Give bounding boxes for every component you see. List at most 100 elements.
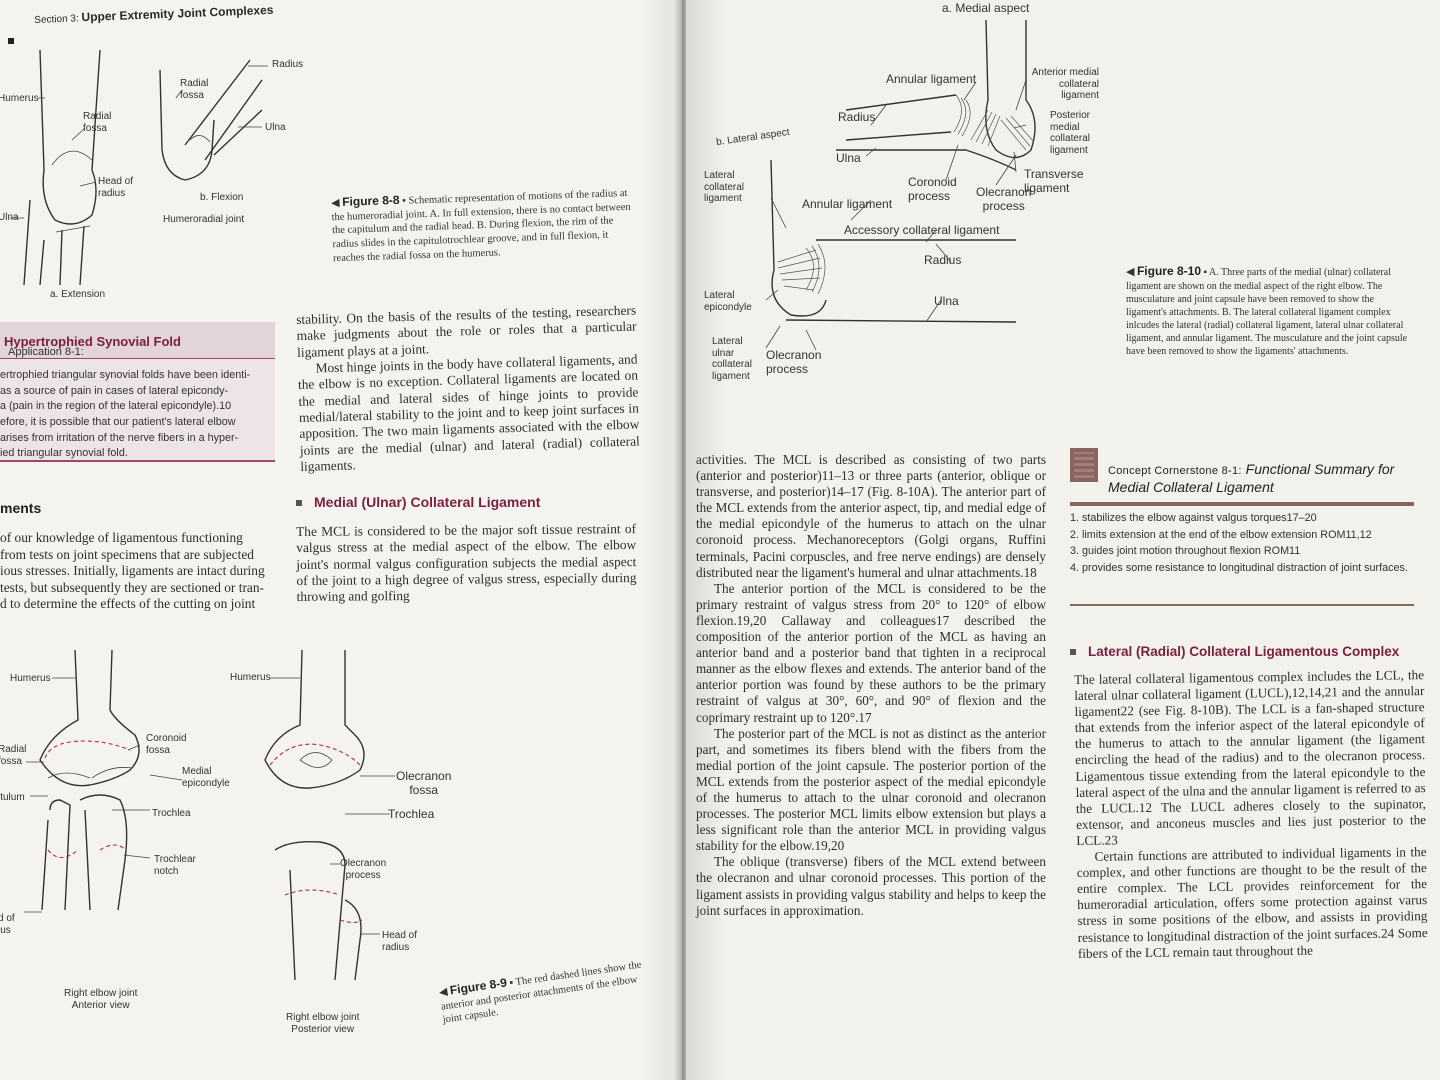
mcl-heading: Medial (Ulnar) Collateral Ligament (296, 494, 540, 510)
left-col2-text: stability. On the basis of the results o… (296, 303, 640, 476)
figure-8-10-drawing (765, 19, 1036, 351)
mcl-heading-text: Medial (Ulnar) Collateral Ligament (314, 494, 541, 510)
capitulum-shape-a (51, 150, 93, 166)
humerus-shape-a (39, 49, 101, 225)
concept-lead: Concept Cornerstone 8-1: (1108, 465, 1242, 477)
anterior-humerus (39, 649, 140, 787)
heading-bullet-icon (1070, 649, 1076, 656)
paragraph: activities. The MCL is described as cons… (696, 452, 1046, 580)
posterior-mcl-fibers (1000, 115, 1035, 151)
label-medial-aspect: a. Medial aspect (942, 1, 1030, 15)
application-box: Application 8-1: Hypertrophied Synovial … (0, 322, 275, 462)
application-rule (0, 460, 275, 462)
paragraph: The oblique (transverse) fibers of the M… (696, 854, 1046, 918)
application-label: Application 8-1: (8, 346, 84, 358)
cornerstone-icon (1070, 448, 1098, 482)
label-coronoid-process: Coronoid process (908, 175, 957, 203)
application-line: efore, it is possible that our patient's… (0, 415, 236, 428)
anterior-forearm-capsule (47, 844, 127, 859)
application-line: ied triangular synovial fold. (0, 447, 128, 460)
figure-8-8-caption: ◀ Figure 8-8 ▪ Schematic representation … (331, 185, 635, 266)
label-trochlear-notch: Trochlear notch (154, 854, 196, 877)
lateral-ulna (785, 319, 1017, 323)
anterior-radius (41, 799, 71, 911)
caption-arrow-icon: ◀ (330, 196, 340, 210)
label-flexion: b. Flexion (200, 192, 244, 203)
label-anterior-view: Right elbow joint Anterior view (64, 988, 138, 1011)
label-anterior-mcl: Anterior medial collateral ligament (1031, 67, 1099, 101)
label-transverse-ligament: Transverse ligament (1024, 167, 1084, 195)
label-radius-b: Radius (924, 253, 962, 267)
list-item: 2. limits extension at the end of the el… (1070, 528, 1372, 541)
figure-8-10-label: Figure 8-10 (1136, 264, 1201, 278)
label-head-of-radius-posterior: Head of radius (382, 930, 418, 953)
label-posterior-mcl: Posterior medial collateral ligament (1050, 110, 1091, 156)
label-annular-ligament-b: Annular ligament (802, 197, 893, 211)
lcl-heading: Lateral (Radial) Collateral Ligamentous … (1070, 644, 1399, 659)
caption-bullet-icon: ▪ (508, 977, 515, 989)
label-annular-ligament-a: Annular ligament (886, 72, 977, 86)
posterior-forearm-capsule (284, 889, 363, 924)
list-item: 4. provides some resistance to longitudi… (1070, 562, 1408, 575)
concept-title: Functional Summary for Medial Collateral… (1108, 461, 1395, 496)
lateral-humerus (770, 159, 827, 317)
anterior-ulna (79, 794, 128, 911)
label-medial-epicondyle: Medial epicondyle (182, 766, 230, 789)
text-line: from tests on joint specimens that are s… (0, 546, 254, 562)
label-posterior-view: Right elbow joint Posterior view (286, 1012, 360, 1035)
figure-8-9-drawing (24, 649, 395, 981)
text-line: tests, but subsequently they are section… (0, 579, 265, 595)
medial-radius (845, 94, 957, 141)
label-coronoid-fossa: Coronoid fossa (146, 733, 187, 756)
posterior-capsule-line (269, 743, 361, 766)
label-lateral-collateral-ligament: Lateral collateral ligament (704, 170, 745, 204)
label-radial-fossa-a: Radial fossa (83, 111, 112, 134)
label-radius-b: Radius (272, 59, 304, 70)
concept-list: 1. stabilizes the elbow against valgus t… (1070, 510, 1410, 577)
label-olecranon-process-a: Olecranon process (976, 185, 1032, 213)
olecranon-fossa (299, 752, 333, 768)
anterior-capsule-line (44, 740, 131, 759)
label-extension: a. Extension (50, 289, 106, 300)
running-header: Section 3: Upper Extremity Joint Complex… (34, 3, 274, 26)
application-line: arises from irritation of the nerve fibe… (0, 431, 239, 444)
figure-8-10-caption-text: A. Three parts of the medial (ulnar) col… (1126, 267, 1408, 357)
lateral-collateral-fibers (777, 249, 823, 291)
label-ulna-a: Ulna (0, 212, 19, 223)
forearm-shape-b (184, 59, 263, 161)
anterior-mcl-fibers (970, 109, 1001, 147)
label-lateral-epicondyle: Lateral epicondyle (704, 290, 752, 313)
leader-lines (765, 79, 1027, 351)
page-curl-shadow (640, 0, 680, 1080)
figure-8-9-caption: ◀ Figure 8-9 ▪ The red dashed lines show… (438, 956, 648, 1027)
left-page: Section 3: Upper Extremity Joint Complex… (0, 0, 680, 1080)
text-line: ious stresses. Initially, ligaments are … (0, 563, 265, 579)
label-olecranon-fossa: Olecranon fossa (396, 769, 452, 797)
leader-lines (24, 677, 395, 935)
right-col1-text: activities. The MCL is described as cons… (696, 452, 1046, 919)
page-curl-shadow (686, 0, 726, 1080)
label-ulna-b: Ulna (934, 294, 959, 308)
ulna-shape-b (213, 109, 263, 156)
figure-8-10-caption: ◀ Figure 8-10 ▪ A. Three parts of the me… (1126, 264, 1412, 358)
label-humerus-anterior: Humerus (10, 673, 51, 684)
right-page: a. Medial aspect Annular ligament Anteri… (686, 0, 1440, 1080)
concept-cornerstone-box: Concept Cornerstone 8-1: Functional Summ… (1070, 448, 1414, 610)
paragraph: The MCL is considered to be the major so… (296, 521, 637, 605)
paragraph: The posterior part of the MCL is not as … (696, 725, 1046, 854)
label-accessory-collateral-ligament: Accessory collateral ligament (844, 223, 1000, 237)
application-title-bar: Application 8-1: Hypertrophied Synovial … (0, 322, 275, 359)
paragraph: The lateral collateral ligamentous compl… (1074, 667, 1427, 848)
ulna-shape-a (23, 199, 45, 286)
label-radius-a: Radius (838, 110, 876, 124)
figure-8-8-drawing (10, 49, 268, 286)
list-item: 1. stabilizes the elbow against valgus t… (1070, 512, 1317, 524)
paragraph: Certain functions are attributed to indi… (1076, 844, 1428, 961)
posterior-ulna (274, 840, 346, 981)
application-line: as a source of pain in cases of lateral … (0, 384, 229, 397)
annular-ligament-a (953, 94, 971, 137)
label-humerus-posterior: Humerus (230, 672, 271, 683)
posterior-radius (344, 899, 362, 981)
lcl-heading-text: Lateral (Radial) Collateral Ligamentous … (1088, 644, 1400, 659)
label-capitulum: itulum (0, 792, 25, 803)
